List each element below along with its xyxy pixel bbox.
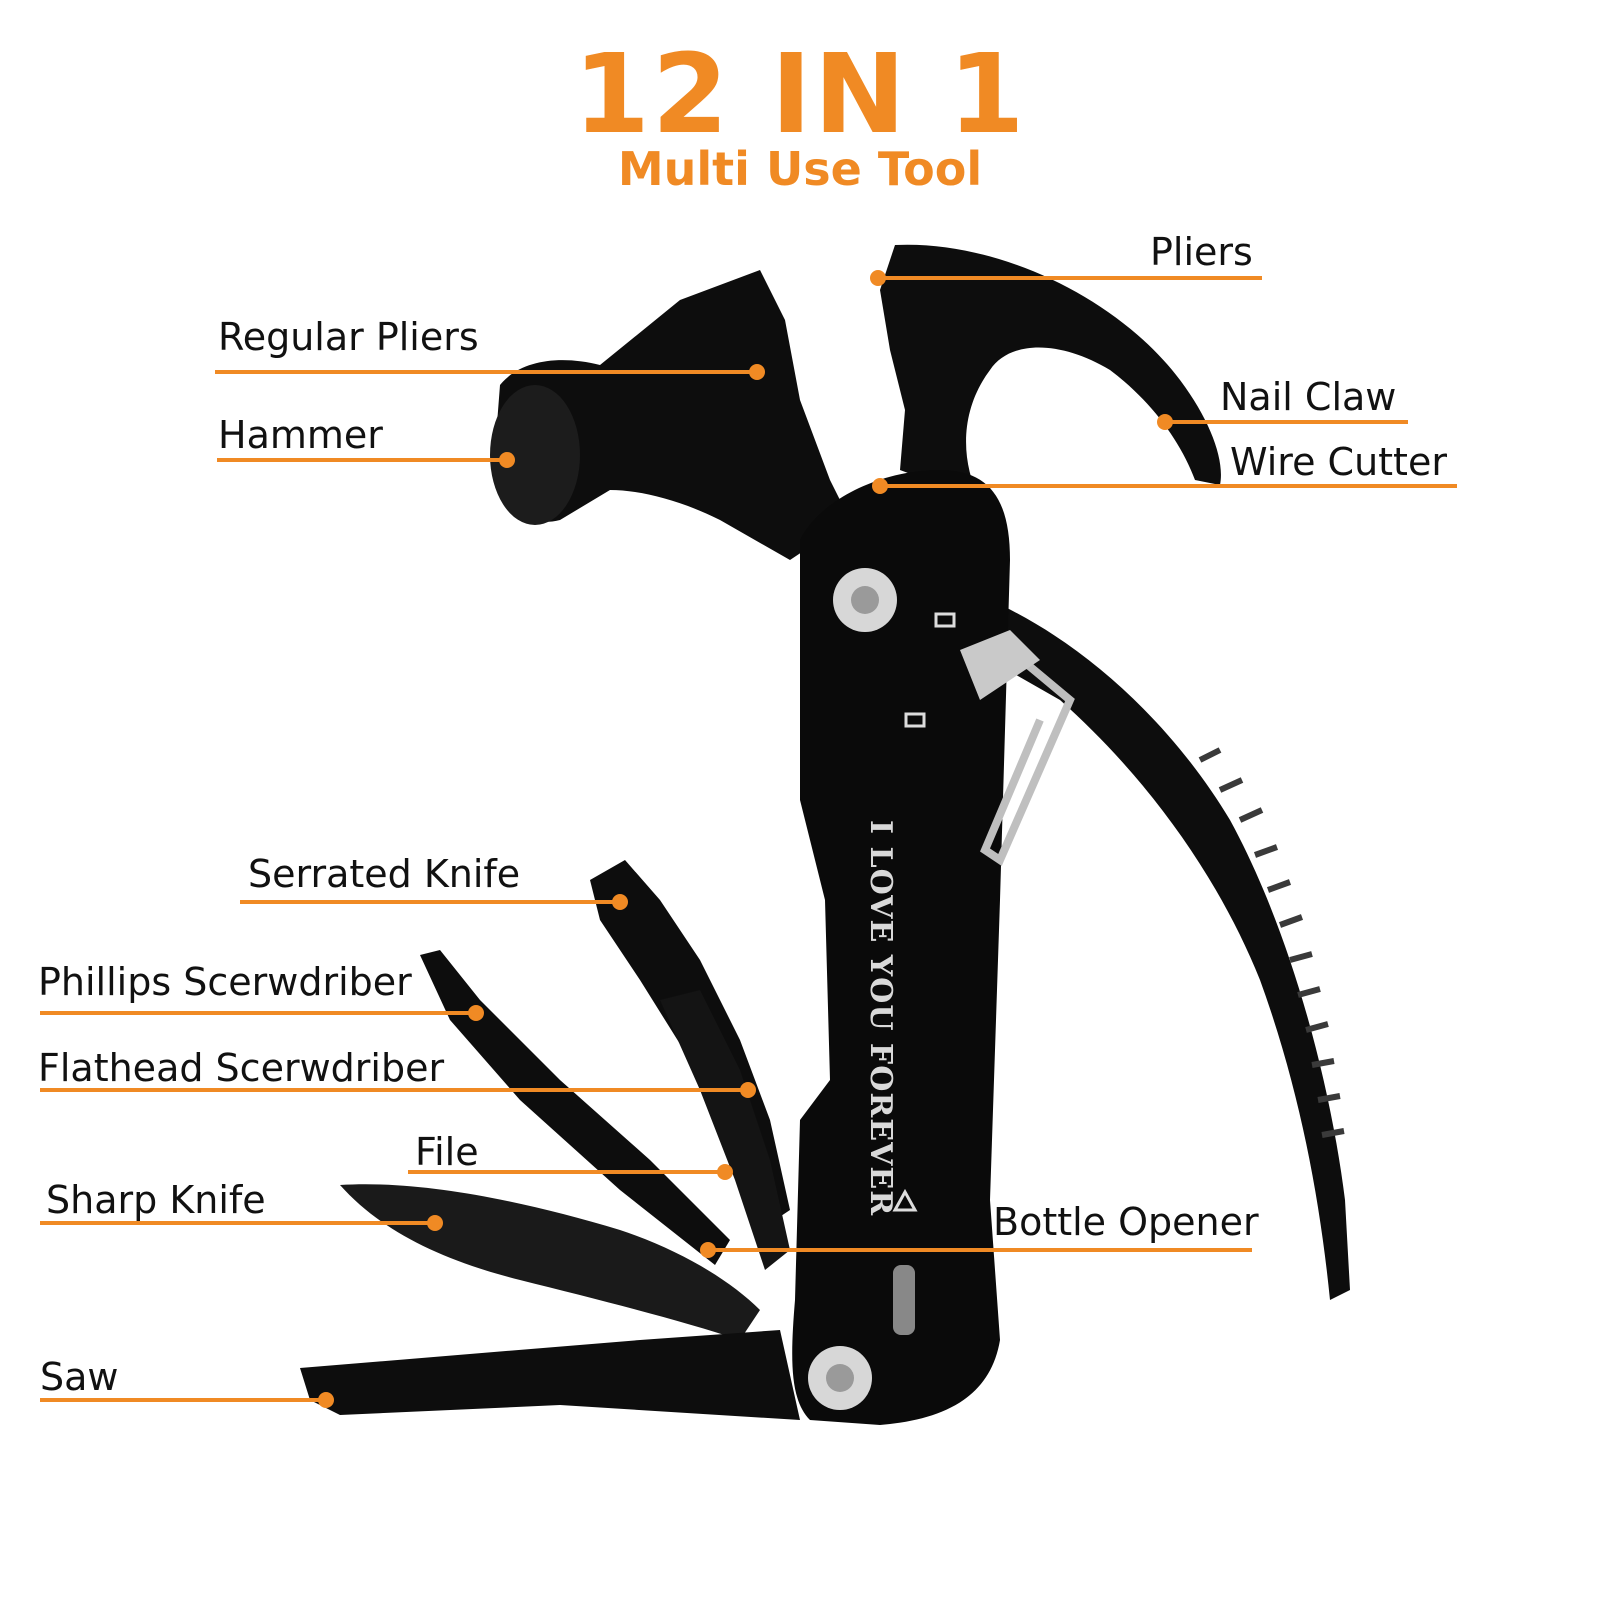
dot-pliers: [870, 270, 886, 286]
label-hammer: Hammer: [218, 413, 383, 457]
dot-phillips: [468, 1005, 484, 1021]
dot-nail-claw: [1157, 414, 1173, 430]
bottle-opener-slot: [893, 1265, 915, 1335]
label-regular-pliers: Regular Pliers: [218, 315, 479, 359]
label-file: File: [415, 1130, 479, 1174]
lock-closed-icon: [904, 712, 926, 728]
triangle-mark-icon: [892, 1188, 918, 1212]
label-pliers: Pliers: [1150, 230, 1253, 274]
dot-wire-cutter: [872, 478, 888, 494]
phillips-screwdriver-blade: [420, 950, 730, 1265]
dot-hammer: [499, 452, 515, 468]
label-saw: Saw: [40, 1355, 119, 1399]
carabiner-gate: [960, 630, 1040, 700]
carabiner: [980, 646, 1075, 866]
saw-blade: [300, 1330, 800, 1420]
label-nail-claw: Nail Claw: [1220, 375, 1397, 419]
label-wire-cutter: Wire Cutter: [1230, 440, 1447, 484]
label-flathead-screwdriver: Flathead Scerwdriber: [38, 1046, 445, 1090]
label-serrated-knife: Serrated Knife: [248, 852, 521, 896]
engraving-text: I LOVE YOU FOREVER: [863, 820, 898, 1217]
dot-file: [717, 1164, 733, 1180]
nail-claw: [880, 244, 1221, 500]
bottom-rivet-center: [826, 1364, 854, 1392]
file-blade: [660, 990, 790, 1270]
lock-open-icon: [934, 612, 956, 628]
dot-flathead: [740, 1082, 756, 1098]
headline: 12 IN 1: [573, 30, 1027, 158]
label-bottle-opener: Bottle Opener: [993, 1200, 1259, 1244]
dot-regular-pliers: [749, 364, 765, 380]
dot-sharp-knife: [427, 1215, 443, 1231]
callout-leaders: [40, 276, 1457, 1402]
label-sharp-knife: Sharp Knife: [46, 1178, 266, 1222]
label-phillips-screwdriver: Phillips Scerwdriber: [38, 960, 412, 1004]
claw-handle: [990, 600, 1350, 1300]
callout-dots: [318, 270, 1173, 1408]
dot-saw: [318, 1392, 334, 1408]
subheadline: Multi Use Tool: [617, 142, 983, 196]
hammer-head: [494, 270, 850, 560]
dot-serrated-knife: [612, 894, 628, 910]
top-rivet-center: [851, 586, 879, 614]
handle-body: [792, 470, 1010, 1425]
grip-ridges: [1198, 747, 1345, 1138]
dot-bottle-opener: [700, 1242, 716, 1258]
hammer-face: [490, 385, 580, 525]
sharp-knife-blade: [340, 1184, 760, 1340]
